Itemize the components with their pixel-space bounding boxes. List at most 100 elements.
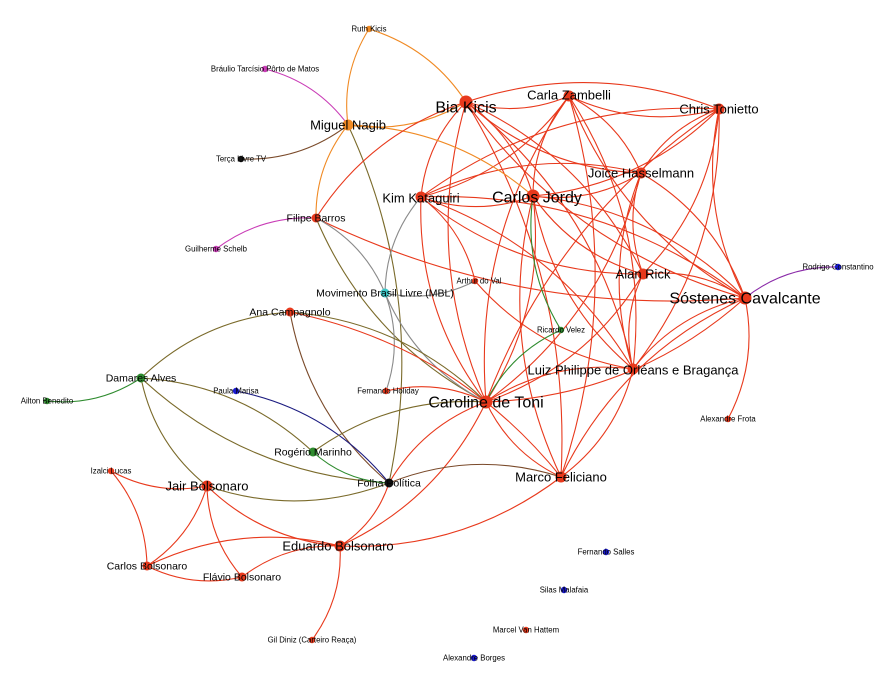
node-arthur[interactable]: [471, 277, 479, 285]
node-izalci[interactable]: [107, 467, 115, 475]
node-braulio[interactable]: [261, 65, 269, 73]
node-carla[interactable]: [563, 90, 575, 102]
node-rodrigo[interactable]: [834, 263, 842, 271]
node-filipe[interactable]: [311, 213, 321, 223]
node-silas[interactable]: [560, 586, 568, 594]
node-gil[interactable]: [308, 636, 316, 644]
node-folha[interactable]: [384, 478, 394, 488]
node-alexandre-b[interactable]: [470, 654, 478, 662]
edge-carlos_j-sostenes: [532, 195, 746, 299]
edge-damares-folha: [140, 377, 390, 484]
node-ricardo[interactable]: [557, 326, 565, 334]
node-bia[interactable]: [459, 95, 473, 109]
edge-ricardo-caroline: [485, 329, 562, 403]
edge-alan-luiz: [628, 273, 644, 370]
node-ana[interactable]: [285, 307, 295, 317]
node-label-marco: Marco Feliciano: [515, 470, 607, 485]
edge-kim-luiz: [420, 196, 634, 370]
node-fernando-s[interactable]: [602, 548, 610, 556]
node-chris[interactable]: [713, 103, 725, 115]
node-joice[interactable]: [635, 167, 647, 179]
edge-izalci-carlos_b: [110, 470, 148, 567]
edge-caroline-marco: [485, 401, 562, 478]
node-damares[interactable]: [136, 373, 146, 383]
edge-kim-alan: [420, 196, 644, 275]
edge-rogerio-caroline: [312, 400, 487, 453]
nodes-layer: [43, 25, 842, 662]
edge-chris-kim: [420, 107, 720, 198]
node-label-luiz: Luiz Philippe de Orléans e Bragança: [527, 363, 739, 378]
edge-chris-sostenes: [711, 108, 746, 299]
node-label-paula: Paula Marisa: [213, 387, 259, 396]
edge-jair-carlos_b: [146, 485, 208, 567]
edge-miguel-carlos_j: [347, 124, 534, 197]
edge-paula-folha: [235, 390, 390, 484]
edge-damares-ailton: [46, 377, 142, 403]
node-carlos-b[interactable]: [142, 561, 152, 571]
edge-carlos_j-alan: [532, 195, 644, 275]
node-flavio[interactable]: [237, 572, 247, 582]
node-label-ana: Ana Campagnolo: [249, 307, 330, 319]
edge-luiz-marco: [560, 368, 634, 478]
edge-carlos_b-flavio: [146, 565, 243, 582]
edges-layer: [46, 28, 839, 641]
edge-flavio-eduardo: [241, 545, 341, 578]
node-mbl[interactable]: [380, 288, 390, 298]
node-label-bia: Bia Kicis: [435, 100, 496, 117]
edge-alan-caroline: [485, 273, 644, 403]
node-caroline[interactable]: [479, 395, 493, 409]
node-label-terca: Terça Livre TV: [216, 155, 267, 164]
node-marco[interactable]: [555, 471, 567, 483]
node-fernando-h[interactable]: [382, 387, 390, 395]
node-rogerio[interactable]: [308, 447, 318, 457]
node-ailton[interactable]: [43, 397, 51, 405]
edge-miguel-filipe: [315, 124, 349, 219]
edge-bia-luiz: [465, 101, 634, 370]
edge-carlos_j-kim: [420, 195, 534, 208]
edge-alan-sostenes: [642, 272, 746, 299]
node-label-ailton: Ailton Benedito: [21, 397, 74, 406]
node-label-guilherme: Guilherme Schelb: [185, 245, 248, 254]
node-label-miguel: Miguel Nagib: [310, 118, 386, 133]
node-label-izalci: Izalci Lucas: [91, 467, 132, 476]
edge-arthur-luiz: [474, 280, 634, 370]
node-eduardo[interactable]: [334, 540, 346, 552]
node-label-fernando-s: Fernando Salles: [578, 548, 635, 557]
node-label-silas: Silas Malafaia: [540, 586, 589, 595]
node-sostenes[interactable]: [738, 291, 752, 305]
edge-joice-luiz: [618, 172, 642, 370]
node-luiz[interactable]: [627, 363, 639, 375]
edge-caroline-folha: [388, 401, 487, 484]
edge-marco-folha: [388, 463, 562, 484]
node-marcel[interactable]: [522, 626, 530, 634]
edge-ana-damares: [140, 311, 291, 379]
edge-chris-caroline: [485, 108, 720, 403]
node-terca[interactable]: [237, 155, 245, 163]
edge-carla-chris: [568, 95, 720, 118]
edge-jair-folha: [206, 482, 390, 502]
edge-carla-caroline: [483, 95, 570, 403]
node-label-rodrigo: Rodrigo Constantino: [802, 263, 874, 272]
edge-luiz-caroline: [485, 366, 634, 403]
node-miguel[interactable]: [342, 119, 354, 131]
edge-mbl-arthur: [384, 280, 476, 297]
node-alan[interactable]: [637, 268, 649, 280]
edge-chris-joice: [640, 108, 720, 174]
node-paula[interactable]: [232, 387, 240, 395]
node-label-kim: Kim Kataguiri: [382, 191, 459, 206]
node-label-folha: Folha Política: [357, 478, 421, 490]
edge-carla-joice: [568, 95, 642, 174]
edge-miguel-terca: [240, 124, 349, 160]
node-kim[interactable]: [415, 191, 427, 203]
edge-carla-kim: [420, 95, 570, 198]
node-carlos-j[interactable]: [526, 189, 540, 203]
node-alexandre-f[interactable]: [724, 415, 732, 423]
edge-miguel-folha: [347, 124, 403, 484]
edge-jair-flavio: [206, 485, 243, 578]
node-guilherme[interactable]: [212, 245, 220, 253]
edge-mbl-kim: [384, 196, 422, 294]
edge-sostenes-alexandre_f: [727, 297, 750, 420]
node-ruth[interactable]: [365, 25, 373, 33]
node-jair[interactable]: [201, 480, 213, 492]
